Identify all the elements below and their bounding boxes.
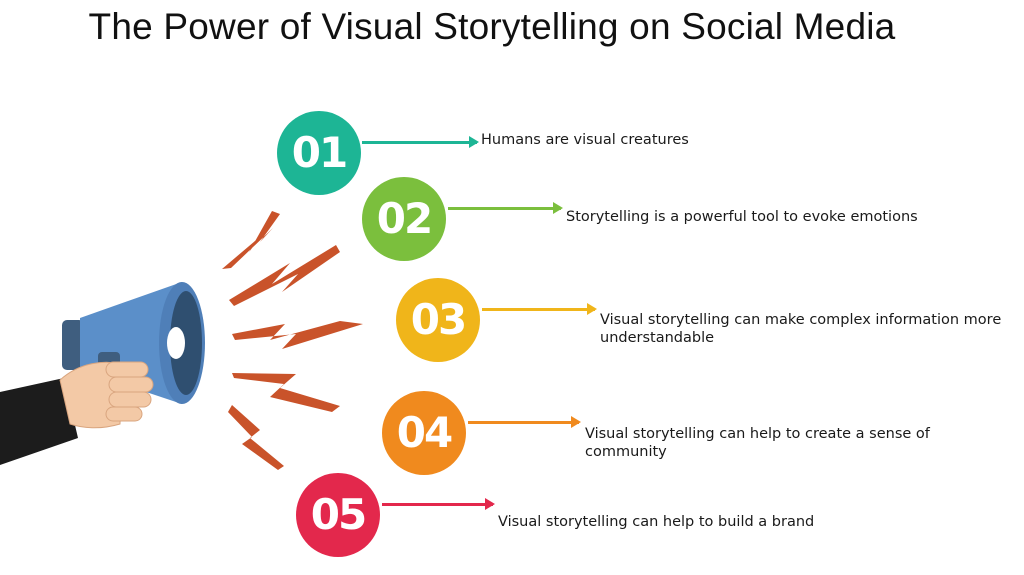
step-label-1: Humans are visual creatures [481, 132, 689, 148]
step-number-2: 02 [362, 177, 446, 261]
step-label-4: Visual storytelling can help to create a… [585, 426, 930, 460]
arrow-icon [362, 136, 479, 148]
lightning-wave-icon [222, 211, 363, 470]
step-number-4: 04 [382, 391, 466, 475]
arrow-icon [448, 202, 563, 214]
step-number-5: 05 [296, 473, 380, 557]
step-number-1: 01 [277, 111, 361, 195]
step-number-3: 03 [396, 278, 480, 362]
step-label-2: Storytelling is a powerful tool to evoke… [566, 209, 918, 225]
step-label-3: Visual storytelling can make complex inf… [600, 312, 1002, 346]
page-title: The Power of Visual Storytelling on Soci… [88, 6, 896, 47]
arrow-icon [468, 416, 581, 428]
sleeve-icon [0, 378, 78, 465]
arrow-icon [482, 303, 597, 315]
step-label-5: Visual storytelling can help to build a … [498, 514, 815, 530]
arrow-icon [382, 498, 495, 510]
hand-icon [59, 361, 154, 429]
